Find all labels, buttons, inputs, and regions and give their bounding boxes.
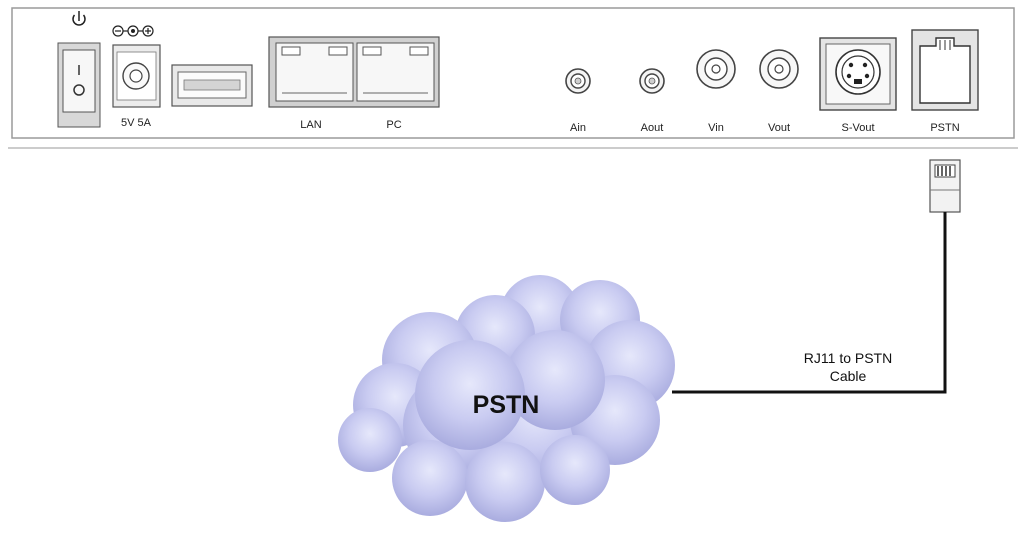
pc-port[interactable] (356, 42, 435, 102)
video-out-jack[interactable] (759, 49, 799, 89)
pstn-cloud-label: PSTN (473, 391, 540, 419)
pc-port-label: PC (386, 119, 401, 131)
polarity-icon (112, 25, 154, 37)
audio-in-label: Ain (570, 122, 586, 134)
audio-out-label: Aout (641, 122, 664, 134)
video-in-label: Vin (708, 122, 724, 134)
s-video-label: S-Vout (841, 122, 874, 134)
lan-port[interactable] (275, 42, 354, 102)
video-in-jack[interactable] (696, 49, 736, 89)
dc-power-jack[interactable] (112, 44, 161, 108)
pstn-cloud (338, 275, 675, 522)
rj11-cable (672, 212, 947, 394)
usb-port[interactable] (171, 64, 253, 107)
power-switch[interactable] (57, 42, 101, 128)
audio-in-jack[interactable] (565, 68, 591, 94)
power-icon (72, 11, 86, 26)
audio-out-jack[interactable] (639, 68, 665, 94)
cable-label-line1: RJ11 to PSTN (804, 350, 892, 366)
cable-label-line2: Cable (830, 368, 867, 384)
rj11-plug (929, 159, 961, 213)
pstn-port-label: PSTN (930, 122, 959, 134)
pstn-port[interactable] (911, 29, 979, 111)
lan-port-label: LAN (300, 119, 321, 131)
s-video-port[interactable] (819, 37, 897, 111)
power-jack-label: 5V 5A (121, 117, 152, 129)
video-out-label: Vout (768, 122, 790, 134)
